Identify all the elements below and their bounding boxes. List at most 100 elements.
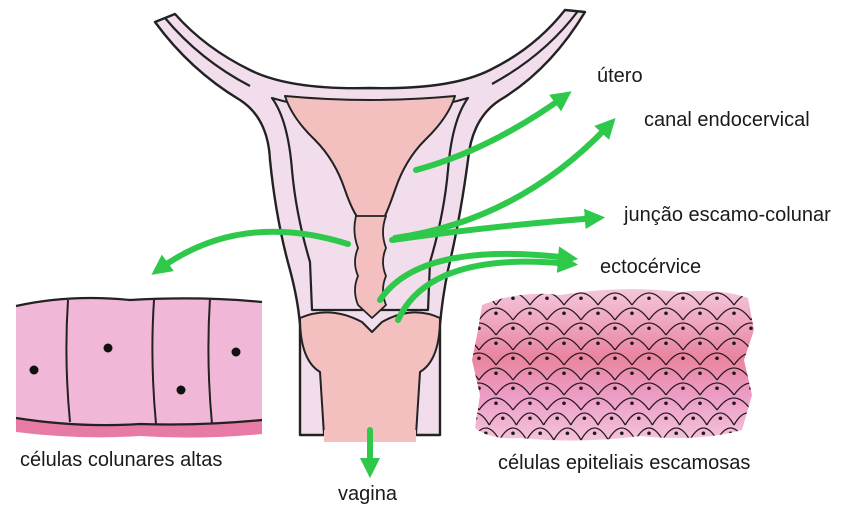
squamous-cell	[445, 398, 479, 410]
label-vagina: vagina	[338, 484, 397, 504]
squamous-nucleus	[494, 401, 498, 405]
squamous-nucleus	[729, 431, 733, 435]
squamous-nucleus	[579, 326, 583, 330]
squamous-nucleus	[766, 341, 770, 345]
squamous-nucleus	[555, 416, 559, 420]
squamous-nucleus	[545, 356, 549, 360]
squamous-nucleus	[783, 326, 787, 330]
squamous-nucleus	[681, 326, 685, 330]
squamous-nucleus	[630, 371, 634, 375]
squamous-nucleus	[749, 326, 753, 330]
squamous-cell	[768, 293, 802, 305]
squamous-nucleus	[766, 401, 770, 405]
squamous-nucleus	[610, 416, 614, 420]
squamous-cell	[761, 443, 788, 455]
squamous-nucleus	[494, 371, 498, 375]
squamous-nucleus	[664, 401, 668, 405]
squamous-nucleus	[579, 386, 583, 390]
squamous-cell	[761, 413, 788, 425]
squamous-nucleus	[477, 356, 481, 360]
squamous-nucleus	[460, 311, 464, 315]
squamous-nucleus	[766, 311, 770, 315]
squamous-nucleus	[596, 401, 600, 405]
squamous-nucleus	[620, 431, 624, 435]
squamous-nucleus	[501, 416, 505, 420]
squamous-cell	[751, 308, 785, 320]
squamous-nucleus	[698, 371, 702, 375]
squamous-nucleus	[715, 326, 719, 330]
squamous-nucleus	[477, 386, 481, 390]
squamous-cell	[445, 368, 479, 380]
squamous-nucleus	[494, 341, 498, 345]
squamous-nucleus	[562, 341, 566, 345]
squamous-nucleus	[664, 371, 668, 375]
squamous-nucleus	[719, 416, 723, 420]
squamous-nucleus	[664, 341, 668, 345]
squamous-cell	[751, 338, 785, 350]
squamous-nucleus	[647, 356, 651, 360]
squamous-cell	[744, 428, 771, 440]
squamous-nucleus	[746, 446, 750, 450]
squamous-nucleus	[562, 401, 566, 405]
squamous-nucleus	[630, 341, 634, 345]
squamous-nucleus	[647, 326, 651, 330]
squamous-nucleus	[528, 341, 532, 345]
squamous-nucleus	[528, 446, 532, 450]
squamous-nucleus	[460, 371, 464, 375]
squamous-nucleus	[545, 326, 549, 330]
label-utero: útero	[597, 66, 643, 86]
squamous-nucleus	[783, 296, 787, 300]
squamous-nucleus	[528, 401, 532, 405]
squamous-nucleus	[596, 311, 600, 315]
squamous-nucleus	[698, 311, 702, 315]
squamous-nucleus	[538, 431, 542, 435]
squamous-nucleus	[766, 371, 770, 375]
squamous-nucleus	[511, 356, 515, 360]
squamous-nucleus	[647, 386, 651, 390]
label-canal-endocervical: canal endocervical	[644, 110, 810, 130]
squamous-nucleus	[528, 371, 532, 375]
squamous-nucleus	[691, 446, 695, 450]
squamous-nucleus	[674, 431, 678, 435]
squamous-nucleus	[719, 446, 723, 450]
squamous-cell	[445, 308, 479, 320]
squamous-nucleus	[749, 386, 753, 390]
label-celulas-colunares: células colunares altas	[20, 450, 222, 470]
squamous-nucleus	[691, 416, 695, 420]
squamous-nucleus	[484, 431, 488, 435]
squamous-nucleus	[783, 356, 787, 360]
squamous-nucleus	[545, 296, 549, 300]
squamous-cells-illustration	[445, 289, 802, 455]
squamous-nucleus	[664, 416, 668, 420]
squamous-nucleus	[630, 401, 634, 405]
squamous-nucleus	[664, 446, 668, 450]
squamous-nucleus	[732, 371, 736, 375]
squamous-cell	[768, 353, 802, 365]
squamous-nucleus	[681, 356, 685, 360]
squamous-nucleus	[562, 311, 566, 315]
squamous-nucleus	[494, 311, 498, 315]
squamous-nucleus	[647, 431, 651, 435]
label-juncao-escamo-colunar: junção escamo-colunar	[624, 205, 831, 225]
squamous-cell	[462, 443, 489, 455]
squamous-nucleus	[698, 341, 702, 345]
squamous-cell	[751, 398, 785, 410]
squamous-nucleus	[579, 296, 583, 300]
squamous-nucleus	[596, 371, 600, 375]
squamous-nucleus	[583, 416, 587, 420]
squamous-nucleus	[528, 416, 532, 420]
squamous-nucleus	[610, 446, 614, 450]
squamous-nucleus	[583, 446, 587, 450]
squamous-nucleus	[593, 431, 597, 435]
squamous-nucleus	[474, 446, 478, 450]
squamous-nucleus	[637, 446, 641, 450]
squamous-cell	[445, 428, 472, 440]
squamous-nucleus	[613, 326, 617, 330]
squamous-nucleus	[715, 356, 719, 360]
squamous-nucleus	[511, 326, 515, 330]
squamous-nucleus	[715, 386, 719, 390]
squamous-nucleus	[511, 296, 515, 300]
squamous-nucleus	[545, 386, 549, 390]
